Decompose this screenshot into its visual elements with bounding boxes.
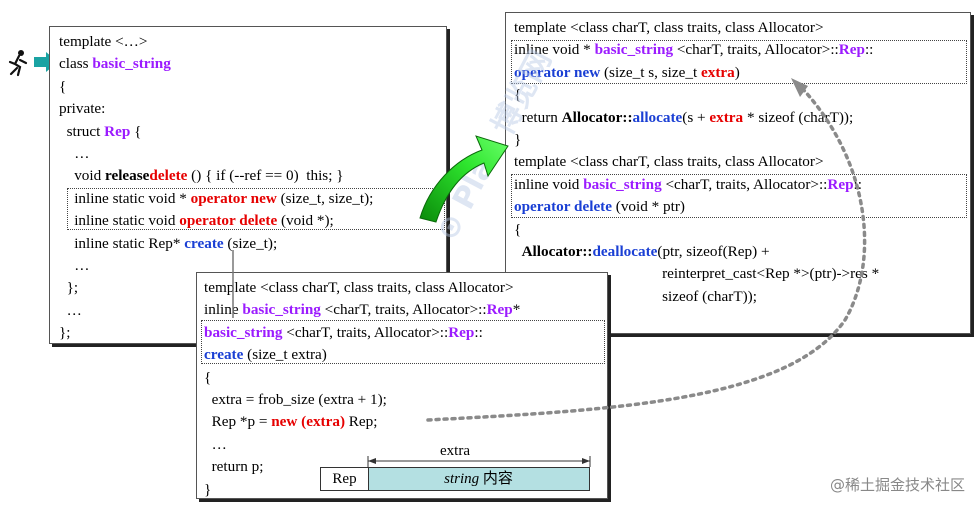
- code-token: operator new: [190, 189, 277, 207]
- code-token: Rep: [104, 122, 131, 140]
- code-token: () { if (--ref == 0): [187, 167, 303, 185]
- code-line: template <class charT, class traits, cla…: [204, 279, 514, 296]
- code-line: Rep *p = new (extra) Rep;: [204, 413, 378, 431]
- code-line: }: [204, 480, 212, 498]
- code-token: private:: [59, 100, 106, 118]
- code-token: this; }: [302, 167, 344, 185]
- code-token: template <…>: [59, 33, 148, 50]
- code-line: template <class charT, class traits, cla…: [514, 153, 824, 171]
- rep-segment: Rep: [321, 468, 369, 490]
- code-token: {: [59, 77, 67, 95]
- code-line: inline basic_string <charT, traits, Allo…: [204, 301, 521, 319]
- site-watermark: @稀土掘金技术社区: [829, 476, 965, 494]
- code-token: create: [184, 234, 224, 252]
- code-line: return p;: [204, 458, 264, 476]
- create-function-box: template <class charT, class traits, cla…: [196, 272, 608, 499]
- code-line: };: [59, 277, 446, 299]
- code-line: inline static void * operator new (size_…: [59, 188, 446, 210]
- code-line: private:: [59, 98, 446, 120]
- code-token: operator delete: [179, 212, 278, 230]
- code-token: basic_string: [92, 55, 171, 73]
- code-token: release: [105, 167, 150, 185]
- code-token: void: [59, 167, 105, 185]
- code-line: }: [514, 130, 522, 148]
- code-token: …: [59, 256, 90, 274]
- code-line: class basic_string: [59, 53, 446, 75]
- code-line: {: [204, 368, 212, 386]
- extra-size-label: extra: [440, 443, 470, 459]
- code-line: basic_string <charT, traits, Allocator>:…: [204, 323, 483, 341]
- content-word: 内容: [479, 471, 513, 487]
- class-code-lines: template <…>class basic_string{private: …: [59, 31, 446, 344]
- code-line: struct Rep {: [59, 121, 446, 143]
- code-line: template <…>: [59, 31, 446, 53]
- runner-icon: [8, 50, 28, 77]
- code-line: Allocator::deallocate(ptr, sizeof(Rep) +: [521, 242, 770, 260]
- code-token: (size_t);: [223, 234, 278, 252]
- code-token: (void *);: [277, 212, 334, 230]
- code-line: inline static void operator delete (void…: [59, 210, 446, 232]
- code-line: …: [204, 435, 227, 453]
- code-token: …: [59, 301, 82, 319]
- string-content-segment: string 内容: [368, 468, 589, 490]
- code-token: inline static Rep*: [59, 234, 185, 252]
- code-token: inline static void: [59, 212, 180, 230]
- code-line: …: [59, 143, 446, 165]
- code-token: struct: [59, 122, 105, 140]
- code-line: {: [59, 76, 446, 98]
- code-token: (size_t, size_t);: [276, 189, 374, 207]
- code-token: };: [59, 324, 71, 342]
- code-line: …: [59, 300, 446, 322]
- code-token: };: [59, 279, 79, 297]
- code-line: …: [59, 255, 446, 277]
- code-line: inline void basic_string <charT, traits,…: [514, 175, 862, 193]
- code-token: class: [59, 55, 93, 73]
- string-word: string: [444, 471, 480, 487]
- code-line: create (size_t extra): [204, 346, 327, 364]
- code-line: void releasedelete () { if (--ref == 0) …: [59, 165, 446, 187]
- code-token: delete: [149, 167, 188, 185]
- code-token: {: [130, 122, 142, 140]
- code-line: template <class charT, class traits, cla…: [514, 19, 824, 36]
- memory-layout-bar: Rep string 内容: [320, 467, 590, 491]
- code-line: return Allocator::allocate(s + extra * s…: [514, 108, 854, 126]
- code-line: extra = frob_size (extra + 1);: [204, 390, 387, 408]
- code-line: inline static Rep* create (size_t);: [59, 233, 446, 255]
- code-token: …: [59, 144, 90, 162]
- code-line: operator delete (void * ptr): [514, 198, 685, 216]
- code-line: {: [514, 220, 522, 238]
- code-line: };: [59, 322, 446, 344]
- code-line: inline void * basic_string <charT, trait…: [514, 41, 874, 59]
- code-token: inline static void *: [59, 189, 191, 207]
- code-line: operator new (size_t s, size_t extra): [514, 63, 740, 81]
- code-line: {: [514, 86, 522, 104]
